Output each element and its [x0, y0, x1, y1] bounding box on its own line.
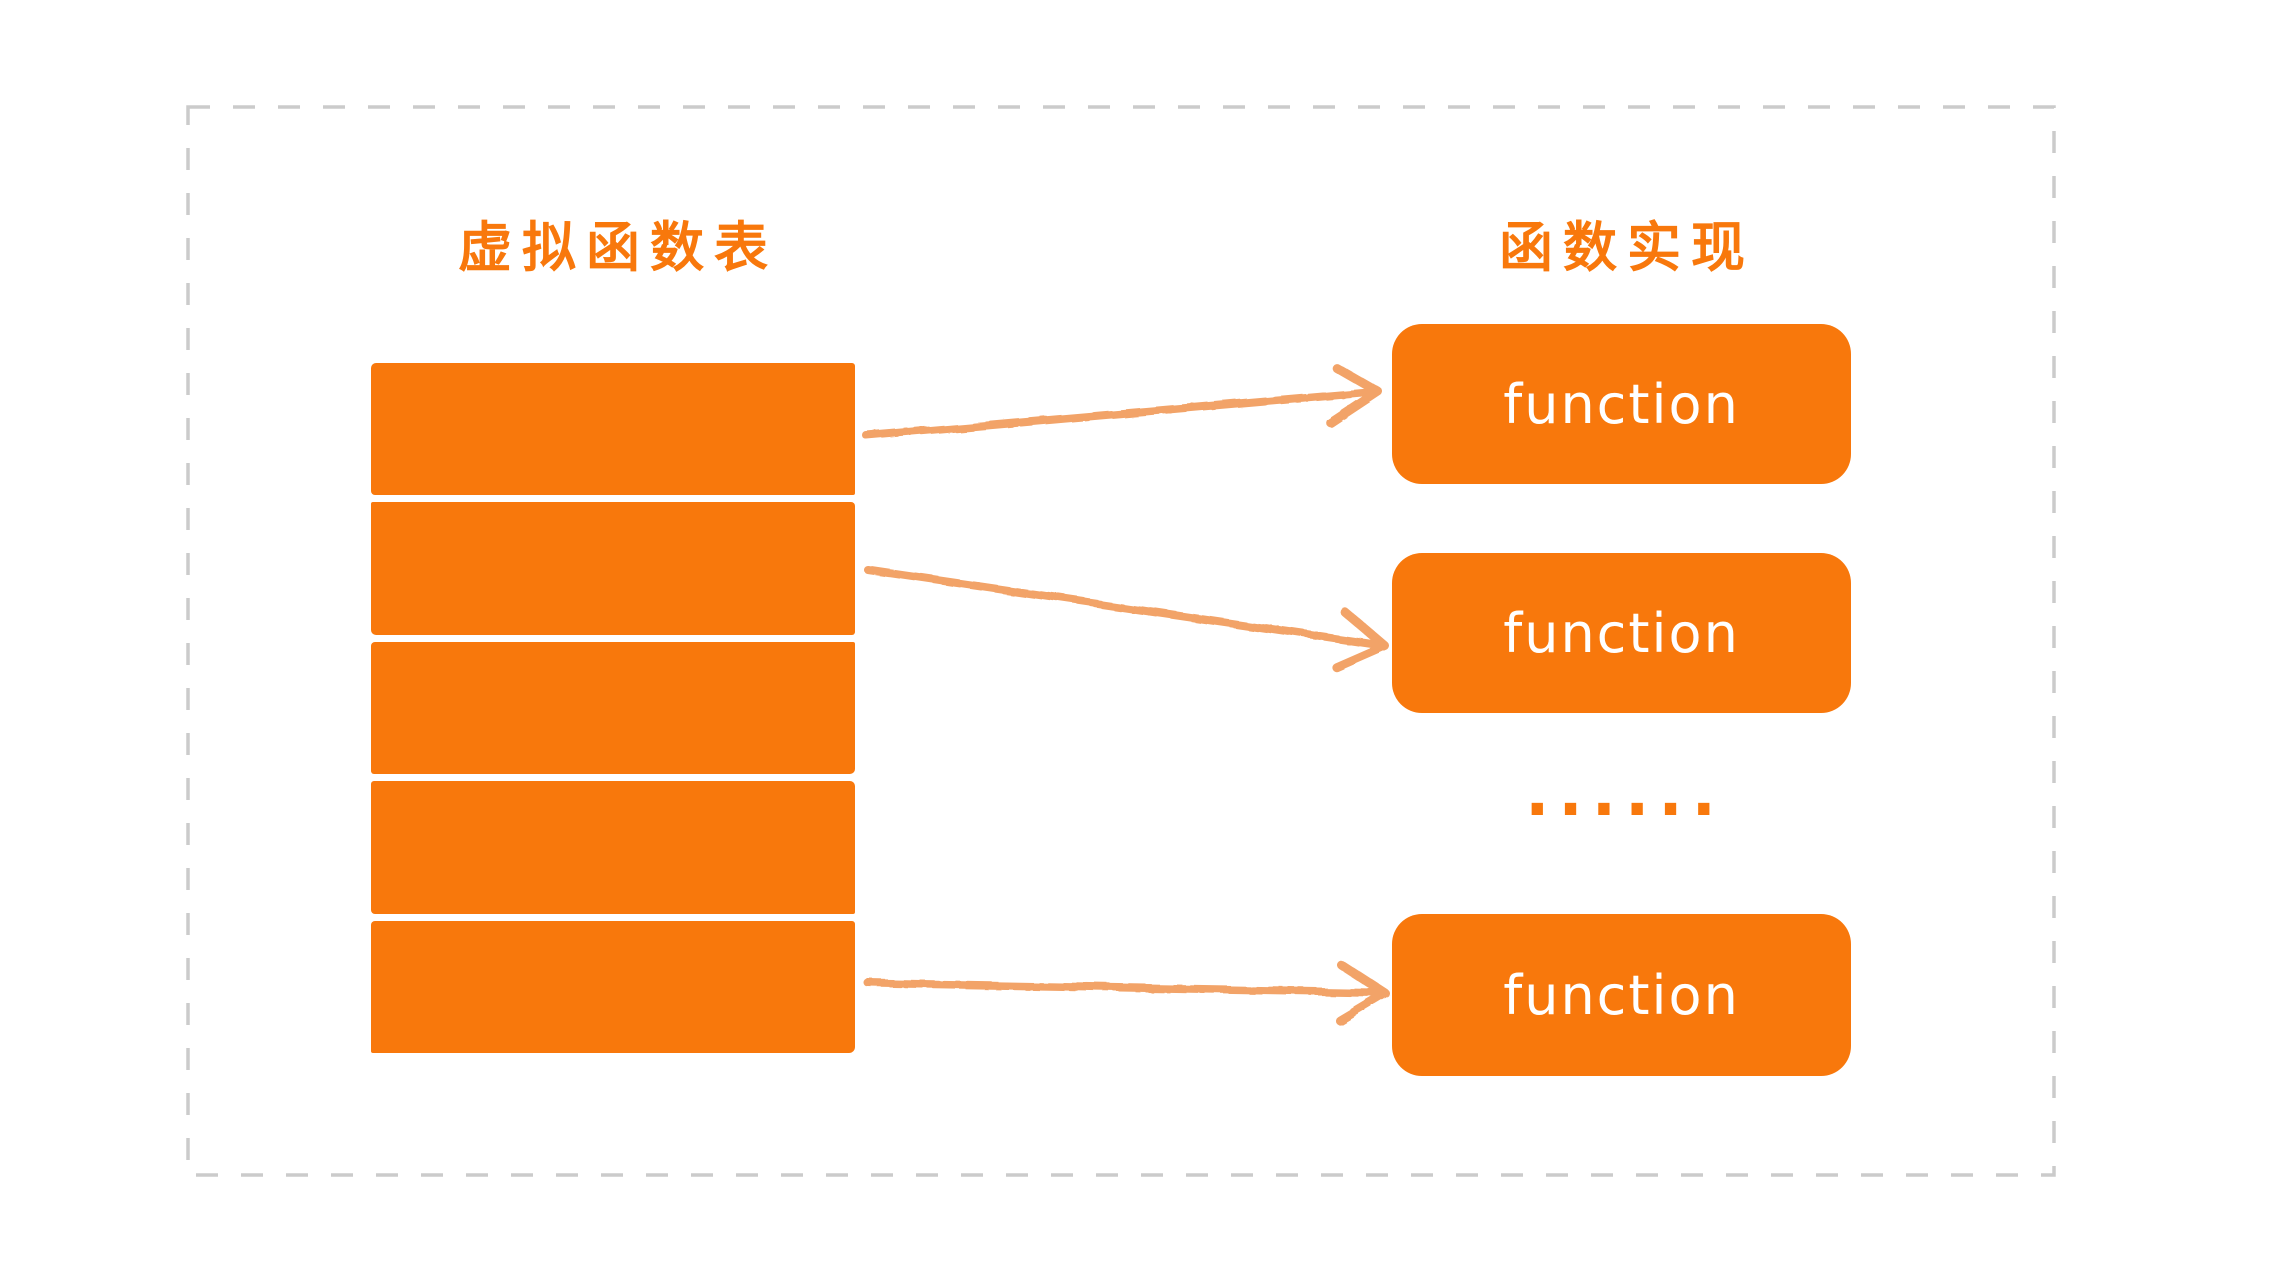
- pointer-arrows: [863, 362, 1390, 1025]
- vtable-slot-5: [371, 920, 855, 1054]
- arrow-slot2-to-function2: [864, 566, 1390, 672]
- vtable-slot-1: [371, 363, 855, 496]
- virtual-function-table: [371, 363, 855, 1054]
- vtable-slot-3: [371, 641, 855, 775]
- vtable-slot-4: [371, 781, 855, 914]
- vtable-title: 虚拟函数表: [458, 216, 778, 279]
- function-box-1: function: [1392, 324, 1851, 484]
- function-box-2-label: function: [1503, 601, 1740, 665]
- function-box-2: function: [1392, 553, 1851, 713]
- arrow-slot5-to-function3: [864, 959, 1390, 1025]
- vtable-slot-2: [371, 502, 855, 635]
- function-box-3-label: function: [1503, 963, 1740, 1027]
- implementation-title: 函数实现: [1499, 216, 1755, 279]
- function-box-3: function: [1392, 914, 1851, 1076]
- function-box-1-label: function: [1503, 372, 1740, 436]
- dashed-frame: [186, 105, 2056, 1177]
- arrow-slot1-to-function1: [863, 362, 1383, 440]
- ellipsis-dots: ......: [1525, 757, 1725, 831]
